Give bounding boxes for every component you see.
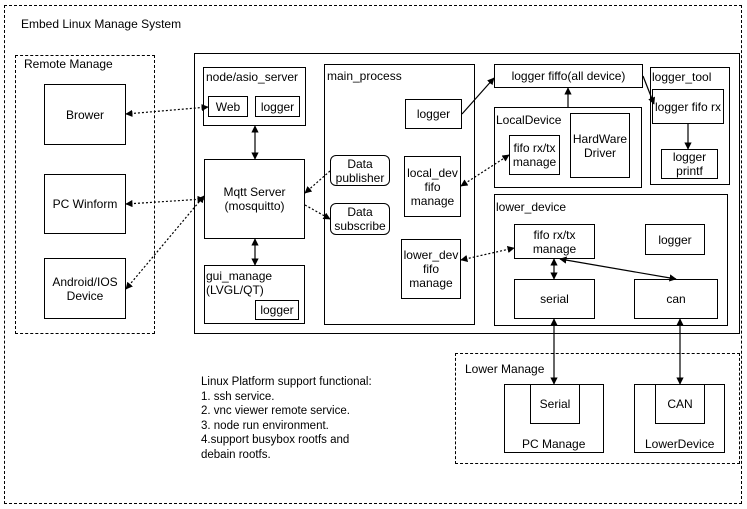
mobile-device-node: Android/IOS Device — [44, 258, 126, 319]
local-device-title: LocalDevice — [496, 113, 562, 127]
main-logger: logger — [405, 99, 462, 129]
mqtt-server-node: Mqtt Server (mosquitto) — [204, 159, 305, 239]
serial-module: serial — [514, 279, 595, 319]
can-port: CAN — [655, 384, 705, 424]
embedded-system-box — [194, 53, 740, 334]
lower-fifo-manage: fifo rx/tx manage — [514, 224, 595, 259]
platform-note-line: 4.support busybox rootfs and — [201, 434, 350, 446]
can-module: can — [634, 279, 718, 319]
node-logger: logger — [255, 96, 300, 117]
diagram-title: Embed Linux Manage System — [21, 17, 182, 31]
lower-manage-group — [455, 353, 740, 464]
serial-port: Serial — [530, 384, 580, 424]
lower-device-title: lower_device — [496, 200, 567, 214]
local-dev-fifo-manage: local_dev fifo manage — [404, 156, 461, 217]
platform-note-line: Linux Platform support functional: — [201, 376, 372, 388]
lower-manage-title: Lower Manage — [465, 362, 545, 376]
node-asio-server-title: node/asio_server — [206, 70, 299, 84]
gui-logger: logger — [255, 300, 299, 320]
remote-manage-title: Remote Manage — [24, 57, 113, 71]
logger-tool-title: logger_tool — [652, 70, 712, 84]
platform-note-line: debain rootfs. — [201, 448, 271, 461]
main-process-title: main_process — [327, 69, 402, 83]
platform-note-line: 1. ssh service. — [201, 390, 275, 403]
platform-note-line: 3. node run environment. — [201, 419, 329, 432]
platform-note-line: 2. vnc viewer remote service. — [201, 405, 350, 417]
local-fifo-manage: fifo rx/tx manage — [509, 135, 560, 175]
logger-fifo-all-device: logger fiffo(all device) — [494, 64, 643, 88]
platform-notes: Linux Platform support functional: 1. ss… — [201, 375, 372, 462]
lower-device-label: LowerDevice — [645, 437, 715, 451]
web-module: Web — [208, 96, 248, 117]
embed-linux-frame — [4, 5, 742, 504]
logger-printf: logger printf — [661, 149, 718, 179]
remote-manage-group — [15, 55, 155, 334]
browser-node: Brower — [44, 84, 126, 145]
hardware-driver: HardWare Driver — [570, 113, 630, 178]
lower-device-logger: logger — [645, 224, 705, 255]
data-publisher-node: Data publisher — [330, 155, 390, 186]
lower-dev-fifo-manage: lower_dev fifo manage — [401, 239, 461, 299]
pc-manage-label: PC Manage — [522, 437, 586, 451]
pc-winform-node: PC Winform — [44, 174, 126, 234]
logger-fifo-rx: logger fifo rx — [652, 89, 724, 124]
data-subscribe-node: Data subscribe — [330, 203, 390, 235]
gui-manage-title: gui_manage (LVGL/QT) — [206, 269, 273, 297]
